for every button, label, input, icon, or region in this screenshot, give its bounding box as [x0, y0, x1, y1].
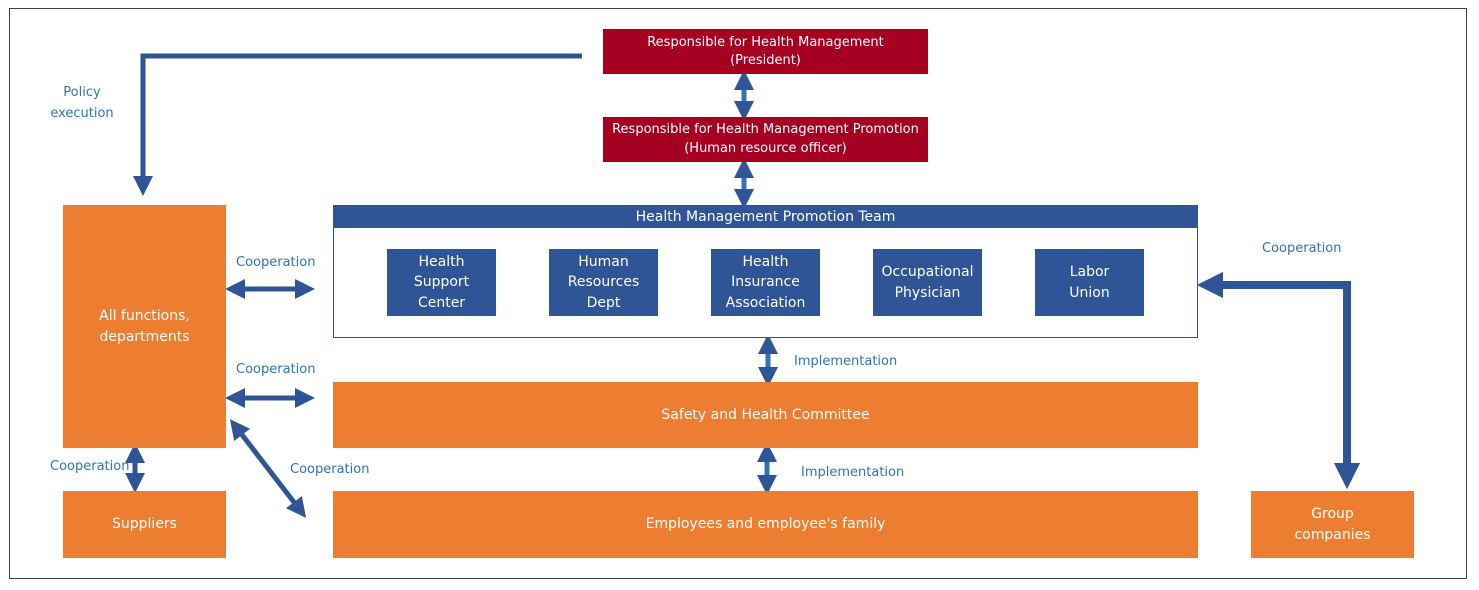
team-member-label: Center	[417, 294, 466, 311]
policy-execution-label: Policy execution	[46, 82, 118, 124]
cooperation-suppliers-label: Cooperation	[50, 459, 130, 474]
team-member-health-insurance-association: Health Insurance Association	[711, 249, 820, 316]
cooperation-committee-label: Cooperation	[236, 362, 316, 377]
team-member-label: Human	[578, 254, 629, 271]
team-member-label: Physician	[894, 284, 961, 301]
promotion-officer-subtitle: (Human resource officer)	[684, 140, 847, 156]
policy-execution-line2: execution	[50, 106, 114, 121]
cooperation-employees-label: Cooperation	[290, 462, 370, 477]
team-group-arrow	[1196, 271, 1361, 490]
functions-employees-arrow	[229, 419, 307, 518]
team-member-label: Resources	[567, 274, 640, 291]
all-functions-box: All functions, departments	[63, 205, 226, 448]
group-companies-line2: companies	[1294, 526, 1371, 543]
implementation-committee-label: Implementation	[801, 465, 905, 480]
team-member-health-support-center: Health Support Center	[387, 249, 496, 316]
cooperation-team-label: Cooperation	[236, 255, 316, 270]
team-member-labor-union: Labor Union	[1035, 249, 1144, 316]
policy-execution-arrow	[133, 53, 582, 196]
team-member-label: Union	[1069, 284, 1110, 301]
employees-family-box: Employees and employee's family	[333, 491, 1198, 558]
team-member-label: Health	[742, 254, 789, 271]
suppliers-box: Suppliers	[63, 491, 226, 558]
group-companies-line1: Group	[1311, 506, 1354, 523]
president-box: Responsible for Health Management (Presi…	[603, 29, 928, 74]
team-member-label: Dept	[586, 294, 621, 311]
team-member-label: Labor	[1069, 264, 1110, 281]
policy-execution-line1: Policy	[63, 85, 101, 100]
diagram-frame	[9, 8, 1467, 579]
president-title: Responsible for Health Management	[647, 34, 884, 50]
implementation-team-label: Implementation	[794, 354, 898, 369]
safety-health-committee-box: Safety and Health Committee	[333, 382, 1198, 448]
team-member-label: Association	[725, 294, 806, 311]
cooperation-group-label: Cooperation	[1262, 241, 1342, 256]
all-functions-line1: All functions,	[99, 307, 190, 324]
promotion-team-title: Health Management Promotion Team	[334, 206, 1197, 228]
team-member-human-resources-dept: Human Resources Dept	[549, 249, 658, 316]
team-member-label: Insurance	[731, 274, 800, 291]
all-functions-line2: departments	[99, 328, 190, 345]
team-member-occupational-physician: Occupational Physician	[873, 249, 982, 316]
promotion-officer-box: Responsible for Health Management Promot…	[603, 117, 928, 162]
team-member-label: Occupational	[881, 264, 974, 281]
promotion-officer-title: Responsible for Health Management Promot…	[612, 122, 919, 138]
team-member-label: Support	[413, 274, 470, 291]
team-member-label: Health	[418, 254, 465, 271]
group-companies-box: Group companies	[1251, 491, 1414, 558]
president-subtitle: (President)	[730, 52, 801, 68]
